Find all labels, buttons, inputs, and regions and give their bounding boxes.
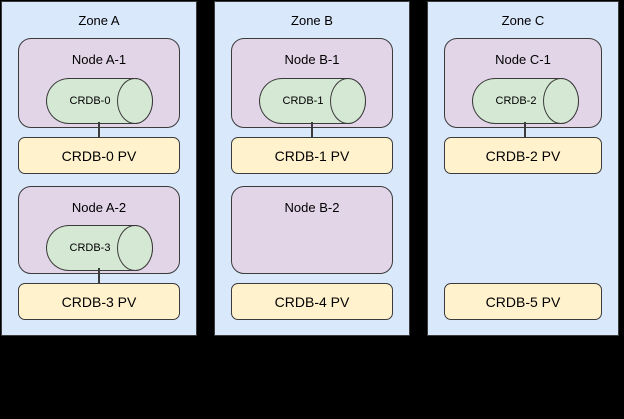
zone-a-title: Zone A	[78, 13, 120, 28]
crdb-3-cylinder: CRDB-3	[46, 225, 153, 271]
zone-a: Zone A Node A-1 CRDB-0 CRDB-0 PV Node A-…	[1, 1, 197, 336]
zone-b-title: Zone B	[291, 13, 333, 28]
crdb-1-pv-box: CRDB-1 PV	[231, 137, 393, 174]
crdb-0-cylinder: CRDB-0	[46, 78, 153, 124]
crdb-3-cylinder-label: CRDB-3	[69, 242, 111, 254]
cylinder-cap	[117, 225, 153, 271]
crdb-1-cylinder: CRDB-1	[259, 78, 366, 124]
cylinder-cap	[330, 78, 366, 124]
node-a-2: Node A-2 CRDB-3	[18, 186, 180, 274]
zone-c: Zone C Node C-1 CRDB-2 CRDB-2 PV CRDB-5 …	[427, 1, 619, 336]
node-b-1-label: Node B-1	[284, 52, 340, 67]
zone-c-title: Zone C	[501, 13, 545, 28]
connector-crdb-0-to-pv	[98, 122, 100, 138]
crdb-0-cylinder-label: CRDB-0	[69, 95, 111, 107]
connector-crdb-3-to-pv	[98, 268, 100, 284]
crdb-2-cylinder-label: CRDB-2	[495, 95, 537, 107]
connector-crdb-1-to-pv	[311, 122, 313, 138]
node-a-2-label: Node A-2	[71, 200, 127, 215]
connector-crdb-2-to-pv	[524, 122, 526, 138]
node-b-2: Node B-2	[231, 186, 393, 274]
crdb-2-cylinder: CRDB-2	[472, 78, 579, 124]
node-a-1-label: Node A-1	[71, 52, 127, 67]
zone-b: Zone B Node B-1 CRDB-1 CRDB-1 PV Node B-…	[214, 1, 410, 336]
node-a-1: Node A-1 CRDB-0	[18, 38, 180, 128]
crdb-1-cylinder-label: CRDB-1	[282, 95, 324, 107]
crdb-3-pv-box: CRDB-3 PV	[18, 283, 180, 320]
node-b-2-label: Node B-2	[284, 200, 340, 215]
crdb-0-pv-box: CRDB-0 PV	[18, 137, 180, 174]
cylinder-cap	[117, 78, 153, 124]
crdb-2-pv-box: CRDB-2 PV	[444, 137, 602, 174]
node-c-1: Node C-1 CRDB-2	[444, 38, 602, 128]
node-b-1: Node B-1 CRDB-1	[231, 38, 393, 128]
node-c-1-label: Node C-1	[495, 52, 551, 67]
cylinder-cap	[543, 78, 579, 124]
crdb-4-pv-box: CRDB-4 PV	[231, 283, 393, 320]
crdb-5-pv-box: CRDB-5 PV	[444, 283, 602, 320]
